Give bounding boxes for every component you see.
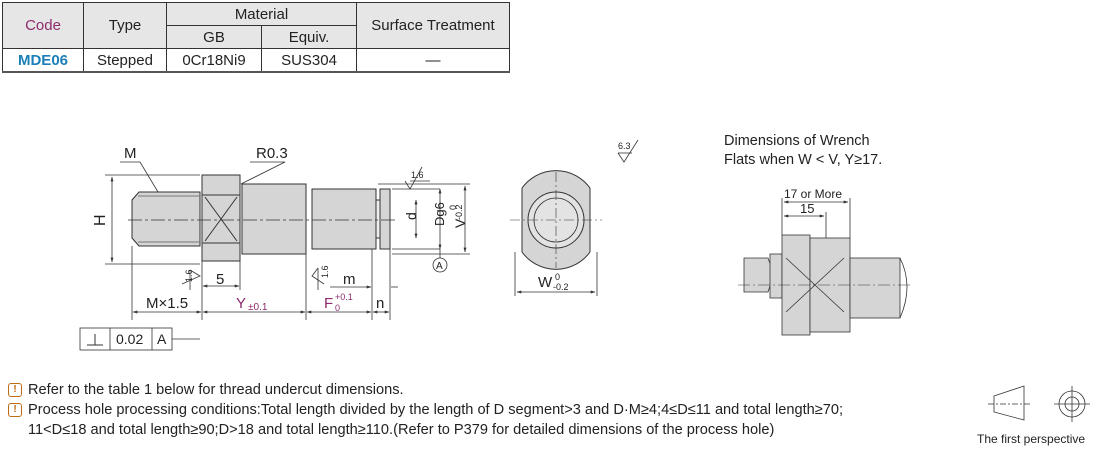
wrench-title-line1: Dimensions of Wrench [724,133,870,149]
label-f-tol-upper: +0.1 [335,292,353,302]
warning-icon: ! [8,383,22,397]
label-rough-16c: 1.6 [320,265,330,278]
label-w-tol-lower: -0.2 [553,282,569,292]
header-code: Code [2,2,84,49]
label-dg6: Dg6 [432,202,447,226]
label-n: n [376,295,384,312]
label-h: H [92,214,109,226]
roughness-icon-63 [617,139,639,163]
label-v-tol-upper: 0 [448,205,458,210]
header-gb: GB [166,25,262,49]
label-d: d [403,212,419,220]
label-wrench-15: 15 [800,201,814,216]
warning-icon: ! [8,403,22,417]
label-rough-63: 6.3 [618,141,631,151]
first-perspective-icon [988,385,1090,422]
datum-circle [432,257,448,273]
label-five: 5 [216,271,224,288]
note-3-text: 11<D≤18 and total length≥90;D>18 and tot… [28,422,775,438]
label-wrench-17: 17 or More [784,187,842,201]
wrench-title: Dimensions of Wrench Flats when W < V, Y… [724,132,882,170]
label-rough-16a: 1.6 [411,170,424,180]
label-v-tol-lower: -0.2 [454,204,464,220]
label-m-small: m [343,271,356,288]
dim-h [105,174,200,265]
header-equiv: Equiv. [261,25,357,49]
dim-right [378,183,470,255]
spec-table: Code Type Material Surface Treatment GB … [2,2,510,73]
label-v: V [452,218,468,228]
leader-r [240,161,286,185]
notes: ! Refer to the table 1 below for thread … [8,380,843,440]
note-1: ! Refer to the table 1 below for thread … [8,380,843,400]
cell-surface: — [356,48,510,73]
label-rough-16b: 1.6 [184,269,194,282]
cell-type: Stepped [83,48,167,73]
header-material: Material [166,2,357,26]
end-view [510,170,602,296]
wrench-detail [738,198,910,336]
label-r: R0.3 [256,145,288,162]
label-y: Y [236,295,246,312]
label-m: M [124,145,137,162]
label-y-tol: ±0.1 [248,302,268,313]
label-f-tol-lower: 0 [335,303,340,313]
label-perp-value: 0.02 [116,331,143,347]
cell-equiv: SUS304 [261,48,357,73]
dim-bottom [131,246,398,320]
header-surface: Surface Treatment [356,2,510,49]
label-f: F [324,295,333,312]
perspective-label: The first perspective [977,432,1086,446]
label-datum: A [436,261,443,272]
wrench-title-line2: Flats when W < V, Y≥17. [724,152,883,168]
note-3: 11<D≤18 and total length≥90;D>18 and tot… [8,420,843,440]
note-2-text: Process hole processing conditions:Total… [28,402,844,418]
label-w: W [538,274,553,291]
roughness-icon-bottom [181,267,325,290]
perpendicularity-frame [79,327,200,351]
label-w-tol-upper: 0 [555,272,560,282]
label-mx: M×1.5 [146,295,188,312]
label-perp-ref: A [157,331,167,347]
shaft-side-view [131,174,391,262]
note-2: ! Process hole processing conditions:Tot… [8,400,843,420]
leader-m [120,161,159,193]
note-1-text: Refer to the table 1 below for thread un… [28,382,404,398]
cell-gb: 0Cr18Ni9 [166,48,262,73]
